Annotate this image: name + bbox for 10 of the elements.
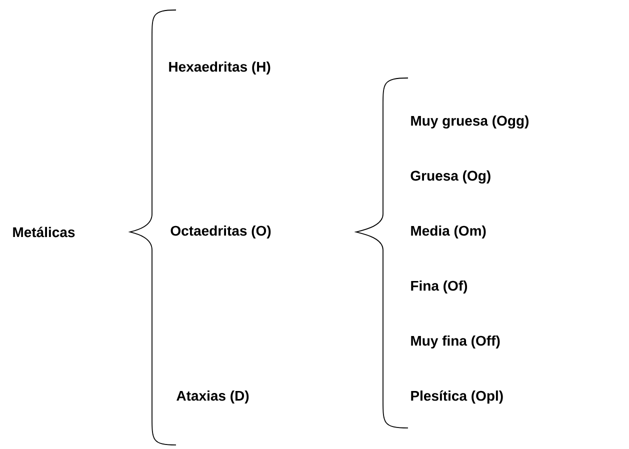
category-label: Ataxias (D) [176,390,249,404]
category-label: Muy gruesa (Ogg) [411,115,528,129]
category-label: Fina (Of) [411,280,468,294]
category-label: Media (Om) [411,225,486,238]
category-label: Gruesa (Og) [410,170,490,184]
category-label: Metálicas [13,226,75,238]
category-label: Plesítica (Opl) [411,390,503,404]
category-label: Muy fina (Off) [411,335,500,348]
category-label: Octaedritas (O) [170,225,271,238]
category-label: Hexaedritas (H) [169,61,270,74]
